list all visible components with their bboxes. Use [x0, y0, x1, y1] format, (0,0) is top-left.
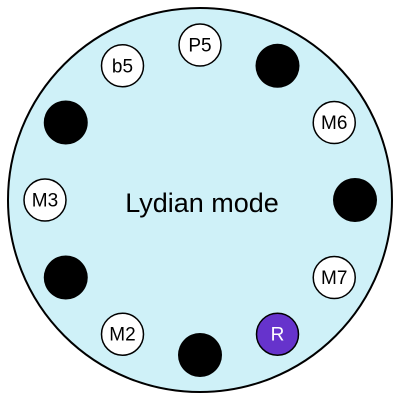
pitch-node-circle: [333, 178, 377, 222]
mode-title: Lydian mode: [125, 188, 279, 218]
interval-node: M7: [312, 255, 356, 300]
empty-pitch-node: [43, 100, 88, 145]
interval-node: P5: [178, 23, 222, 67]
empty-pitch-node: [255, 43, 300, 88]
pitch-node-circle: [23, 178, 67, 222]
pitch-node-circle: [43, 255, 88, 300]
pitch-node-circle: [255, 312, 300, 356]
interval-node: b5: [100, 44, 145, 88]
empty-pitch-node: [43, 255, 88, 300]
interval-label: R: [271, 325, 285, 346]
pitch-node-circle: [100, 44, 145, 88]
interval-label: M3: [32, 191, 58, 212]
interval-node: M3: [23, 178, 67, 222]
empty-pitch-node: [178, 333, 222, 377]
interval-label: M7: [321, 268, 347, 289]
wheel-disc: [7, 7, 393, 393]
interval-label: M2: [109, 325, 135, 346]
pitch-node-circle: [255, 43, 300, 88]
interval-node: M2: [100, 312, 145, 356]
pitch-node-circle: [312, 255, 356, 300]
pitch-node-circle: [43, 100, 88, 145]
pitch-node-circle: [178, 333, 222, 377]
empty-pitch-node: [333, 178, 377, 222]
interval-label: P5: [188, 36, 211, 57]
interval-label: b5: [112, 56, 133, 77]
interval-node: M6: [312, 100, 356, 145]
pitch-node-circle: [312, 100, 356, 145]
root-node: R: [255, 312, 300, 356]
pitch-node-circle: [178, 23, 222, 67]
interval-label: M6: [321, 113, 347, 134]
pitch-node-circle: [100, 312, 145, 356]
